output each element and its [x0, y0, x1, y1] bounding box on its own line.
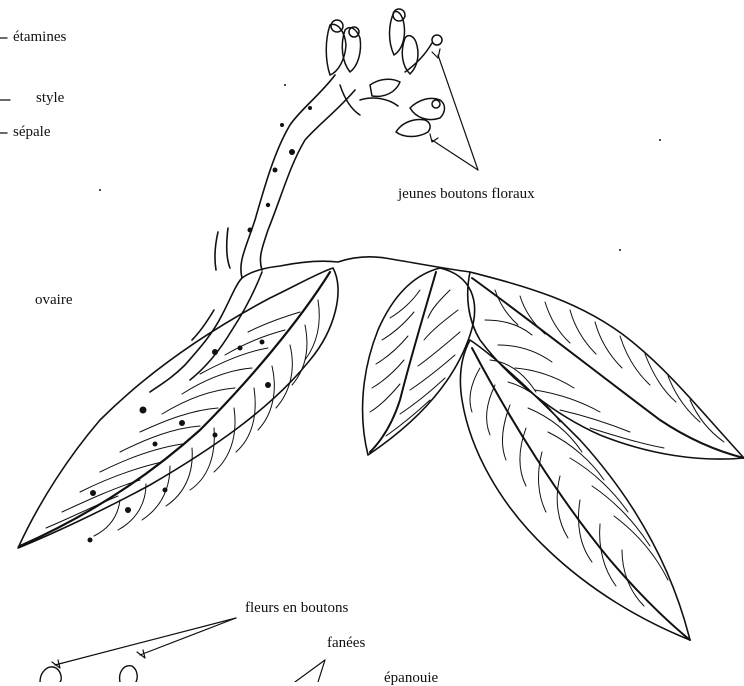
bottom-partial-buds: [40, 666, 137, 682]
specks: [99, 84, 661, 251]
leaf-lower-right: [460, 340, 690, 640]
label-jeunes-boutons-floraux: jeunes boutons floraux: [398, 187, 535, 202]
leaf-center: [363, 268, 475, 455]
label-fleurs-en-boutons: fleurs en boutons: [245, 601, 348, 616]
label-ovaire: ovaire: [35, 293, 72, 308]
label-arrows: [52, 49, 478, 682]
flower-buds: [326, 9, 444, 137]
label-epanouie: épanouie: [384, 671, 438, 686]
main-stem: [150, 75, 470, 392]
label-etamines: étamines: [13, 30, 66, 45]
label-fanees: fanées: [327, 636, 365, 651]
leaf-left: [18, 268, 338, 548]
label-sepale: sépale: [13, 125, 50, 140]
left-leader-ticks: [0, 38, 10, 133]
label-style: style: [36, 91, 64, 106]
